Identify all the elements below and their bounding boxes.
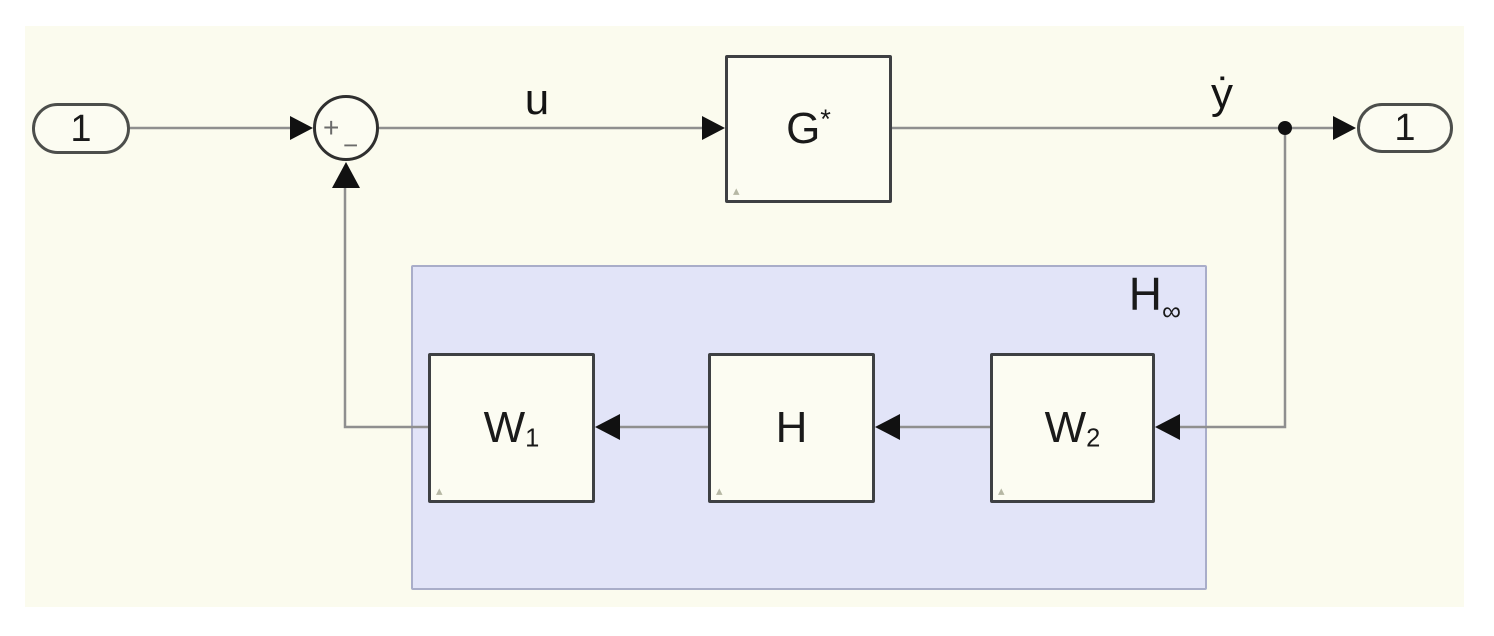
arrowhead-into-w2-icon bbox=[1155, 414, 1180, 440]
arrowhead-into-h-icon bbox=[875, 414, 900, 440]
sum-minus-sign: − bbox=[343, 130, 359, 160]
signal-label-ydot: ẏ bbox=[1211, 69, 1233, 118]
block-corner-marker-icon: ▴ bbox=[716, 483, 723, 498]
block-corner-marker-icon: ▴ bbox=[733, 183, 740, 198]
inport-1-label: 1 bbox=[70, 107, 92, 150]
block-w1[interactable]: W1 ▴ bbox=[428, 353, 595, 503]
block-corner-marker-icon: ▴ bbox=[998, 483, 1005, 498]
hinf-region-label: H∞ bbox=[1128, 268, 1181, 325]
wire-plant-to-output[interactable] bbox=[892, 116, 1356, 140]
wire-h-to-w1[interactable] bbox=[595, 414, 708, 440]
outport-1-label: 1 bbox=[1394, 107, 1416, 149]
block-g-star[interactable]: G* ▴ bbox=[725, 55, 892, 203]
block-w2-label: W2 bbox=[1044, 403, 1101, 453]
block-g-star-label: G* bbox=[786, 103, 831, 153]
wire-w1-to-sum[interactable] bbox=[332, 162, 428, 429]
sum-junction[interactable]: + − bbox=[313, 95, 379, 161]
arrowhead-into-sum-icon bbox=[290, 116, 313, 140]
outport-1[interactable]: 1 bbox=[1357, 103, 1453, 153]
block-h[interactable]: H ▴ bbox=[708, 353, 875, 503]
wire-sum-to-plant[interactable] bbox=[379, 116, 725, 140]
inport-1[interactable]: 1 bbox=[32, 103, 130, 154]
block-w1-label: W1 bbox=[483, 403, 540, 453]
block-corner-marker-icon: ▴ bbox=[436, 483, 443, 498]
sum-plus-sign: + bbox=[323, 112, 340, 143]
block-w2[interactable]: W2 ▴ bbox=[990, 353, 1155, 503]
wire-w2-to-h[interactable] bbox=[875, 414, 990, 440]
arrowhead-into-w1-icon bbox=[595, 414, 620, 440]
wire-input-to-sum[interactable] bbox=[130, 116, 313, 140]
arrowhead-into-plant-icon bbox=[702, 116, 725, 140]
branch-dot bbox=[1278, 121, 1292, 135]
block-h-label: H bbox=[775, 403, 808, 452]
signal-label-u: u bbox=[524, 75, 550, 124]
wire-feedback-to-w2[interactable] bbox=[1155, 135, 1287, 440]
hinf-region-label-main: H bbox=[1128, 268, 1162, 320]
hinf-region-label-subscript: ∞ bbox=[1161, 296, 1181, 327]
arrowhead-up-into-sum-icon bbox=[332, 162, 360, 188]
arrowhead-into-output-icon bbox=[1333, 116, 1356, 140]
